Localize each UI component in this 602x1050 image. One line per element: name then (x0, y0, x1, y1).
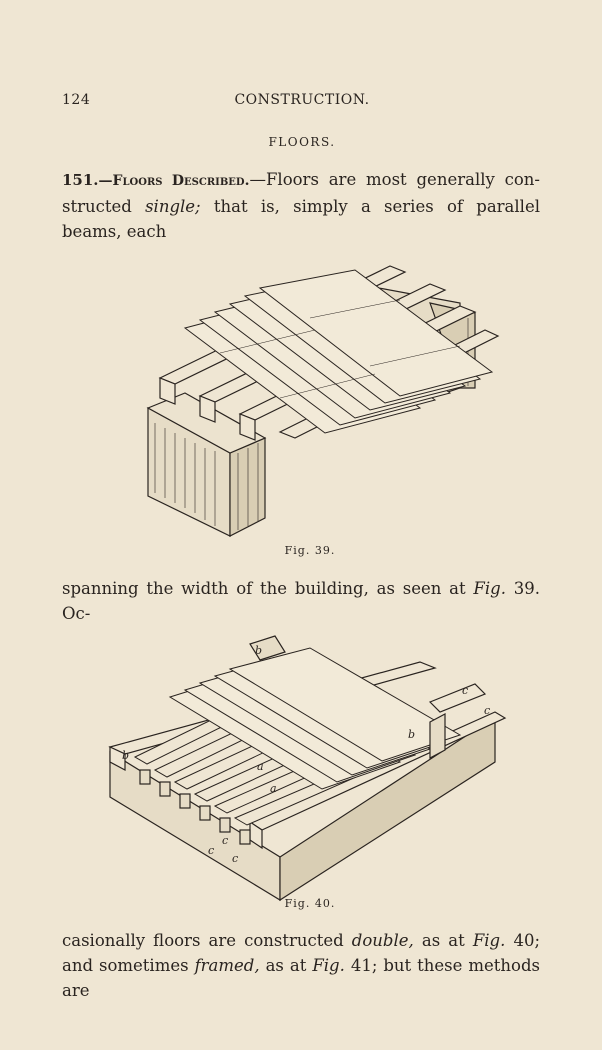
fig40-label-a-upper: a (257, 760, 264, 773)
paragraph-text: that is, simply a series of parallel bea… (62, 197, 540, 241)
page-number: 124 (62, 92, 91, 108)
paragraph-text: as at (259, 956, 313, 975)
emphasis-double: double, (351, 931, 414, 950)
figure-40-double-floor: b b c c b a a c c c (100, 622, 510, 902)
fig-reference: Fig. (473, 579, 506, 598)
running-title: CONSTRUCTION. (234, 92, 370, 108)
figure-39-caption: Fig. 39. (284, 544, 336, 557)
paragraph-text: 39. Oc- (62, 579, 540, 623)
fig-reference: Fig. (312, 956, 345, 975)
paragraph-text: 41; but these methods are (62, 956, 540, 1000)
fig40-label-b-mid: b (408, 728, 415, 741)
paragraph-151: 151.—Floors Described.—Floors are most g… (62, 167, 540, 244)
paragraph-text: spanning the width of the building, as s… (62, 579, 474, 598)
paragraph-text: as at (413, 931, 473, 950)
fig40-label-c-right: c (462, 684, 468, 697)
fig40-label-b-top: b (255, 644, 262, 657)
figure-39-single-floor (130, 248, 500, 538)
fig-reference: Fig. (472, 931, 506, 950)
paragraph-heading: —Floors Described. (98, 173, 250, 189)
emphasis-framed: framed, (194, 956, 260, 975)
paragraph-number: 151. (62, 171, 99, 189)
fig40-label-a-lower: a (270, 782, 277, 795)
fig40-label-c-right2: c (484, 704, 490, 717)
paragraph-text: —Floors are most generally con- (249, 170, 540, 189)
fig40-label-c-low1: c (222, 834, 228, 847)
paragraph-continuation-2: casionally floors are constructed double… (62, 928, 540, 1003)
fig40-label-c-low3: c (232, 852, 238, 865)
section-title: FLOORS. (268, 135, 336, 149)
figure-40-caption: Fig. 40. (284, 897, 336, 910)
emphasis-single: single; (145, 197, 201, 216)
fig40-label-b-left: b (122, 749, 129, 762)
paragraph-text: structed (62, 197, 146, 216)
paragraph-text: 40; and sometimes (62, 931, 541, 975)
fig40-label-c-low2: c (208, 844, 214, 857)
paragraph-continuation: spanning the width of the building, as s… (62, 576, 540, 626)
paragraph-text: casionally floors are constructed (62, 931, 352, 950)
